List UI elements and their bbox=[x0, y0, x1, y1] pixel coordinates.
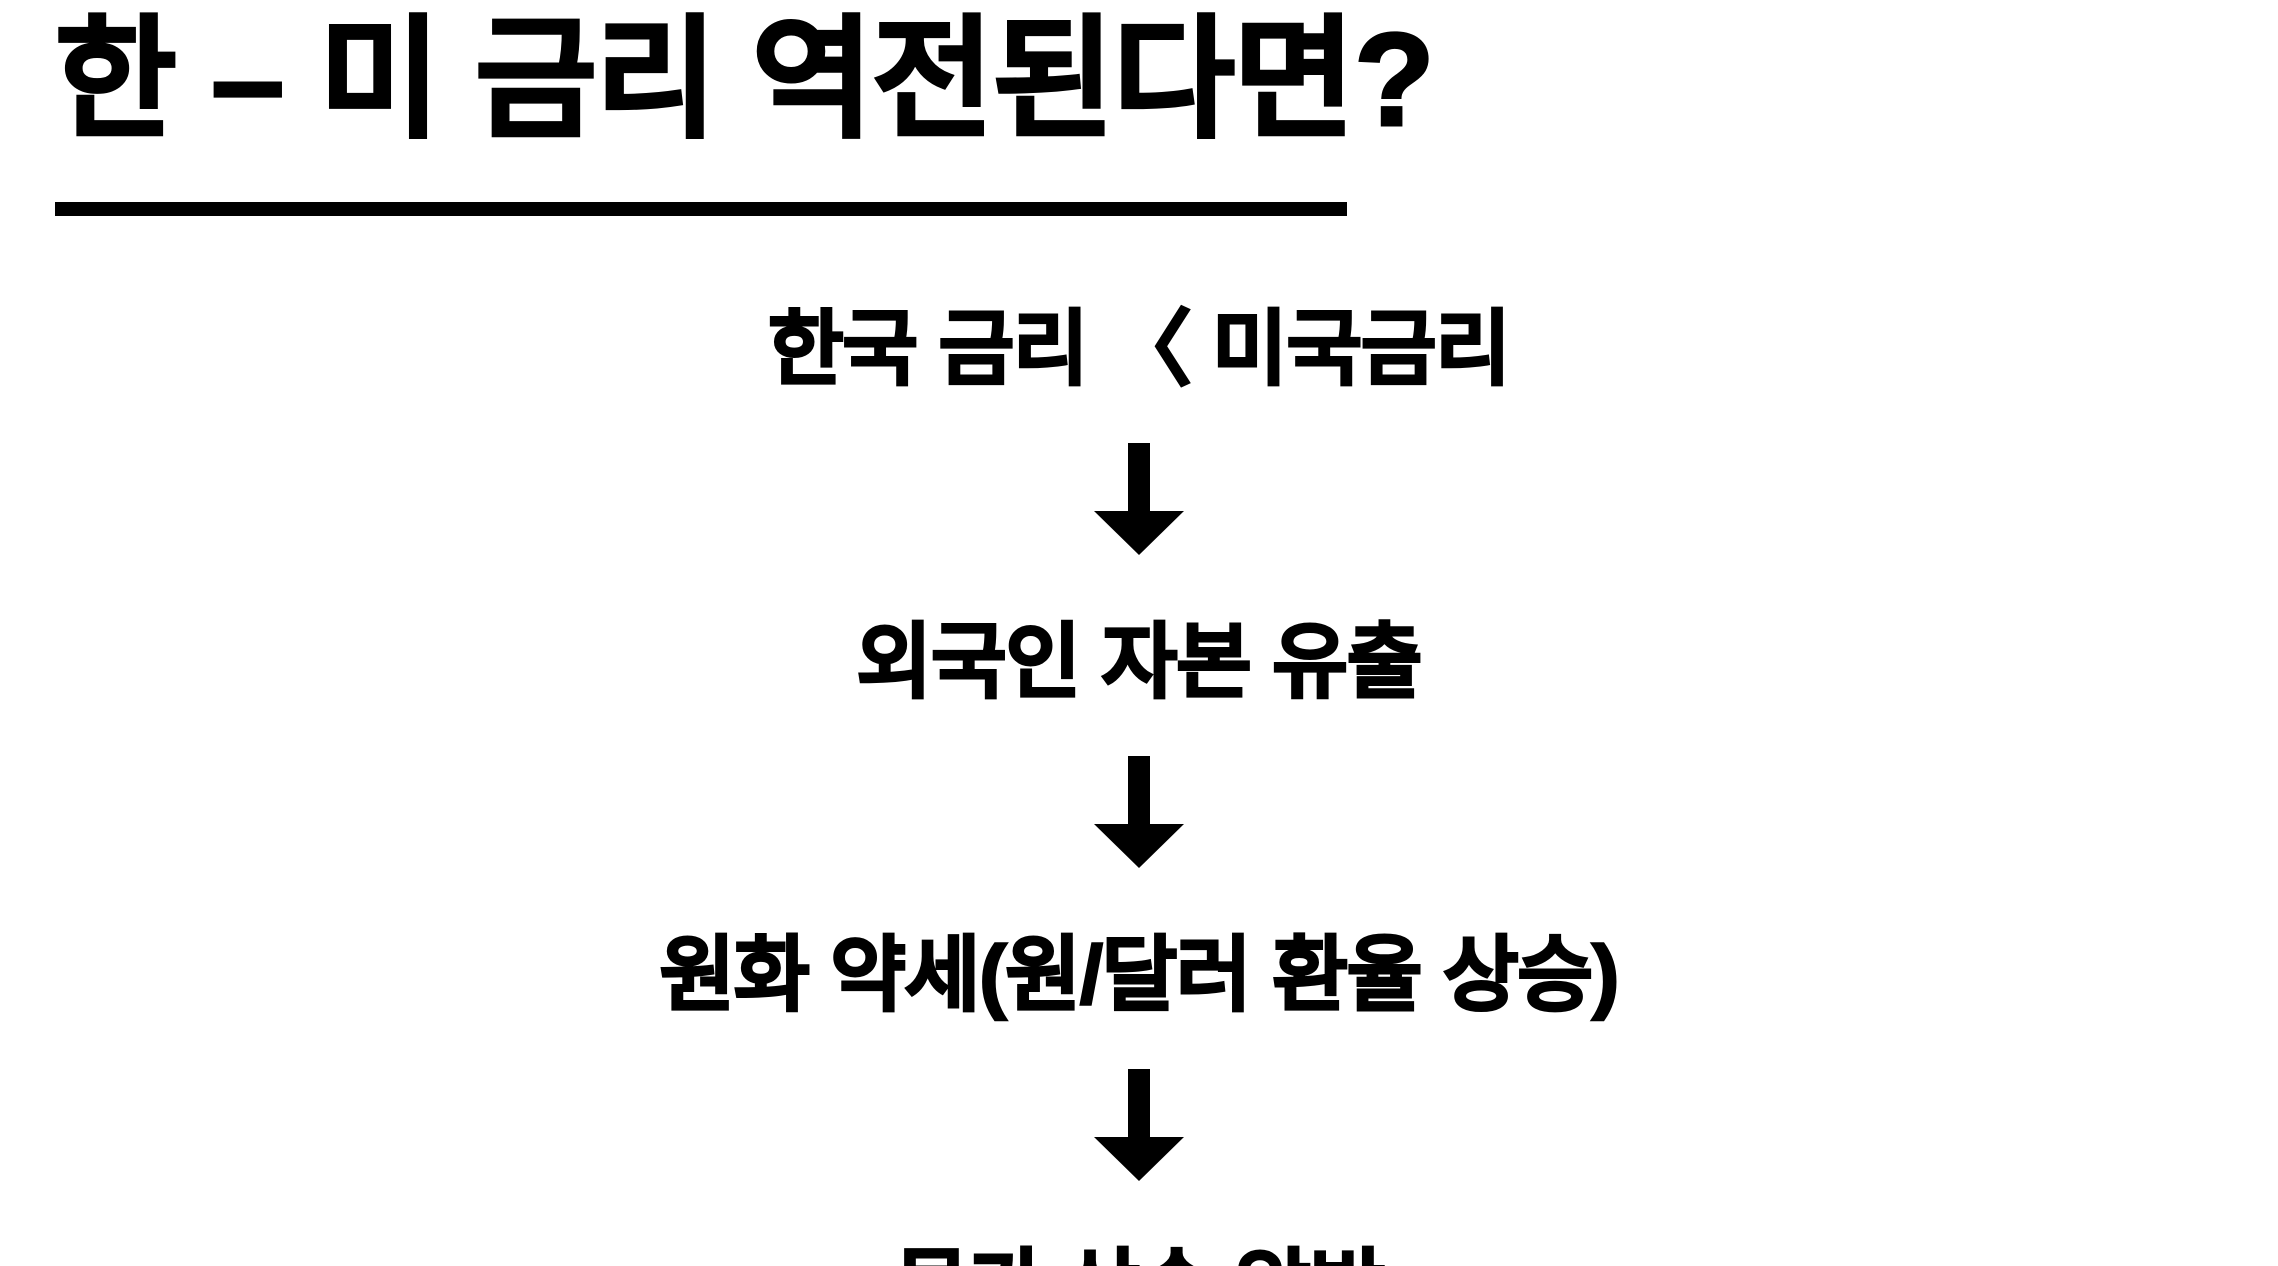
arrow-down-icon bbox=[1094, 756, 1184, 868]
title-underline-rule bbox=[55, 202, 1347, 216]
page-title: 한 – 미 금리 역전된다면? bbox=[54, 5, 1437, 155]
flow-step-3: 원화 약세(원/달러 환율 상승) bbox=[658, 929, 1620, 1023]
flow-step-2: 외국인 자본 유출 bbox=[855, 616, 1423, 710]
flow-step-1: 한국 금리 〈 미국금리 bbox=[767, 303, 1512, 397]
arrow-down-icon bbox=[1094, 1069, 1184, 1181]
arrow-down-icon bbox=[1094, 443, 1184, 555]
flow-step-4: 물가 상승 압박 bbox=[893, 1221, 1387, 1266]
title-block: 한 – 미 금리 역전된다면? bbox=[54, 5, 1655, 216]
flow-diagram: 한국 금리 〈 미국금리 외국인 자본 유출 원화 약세(원/달러 환율 상승) bbox=[0, 282, 2278, 1266]
